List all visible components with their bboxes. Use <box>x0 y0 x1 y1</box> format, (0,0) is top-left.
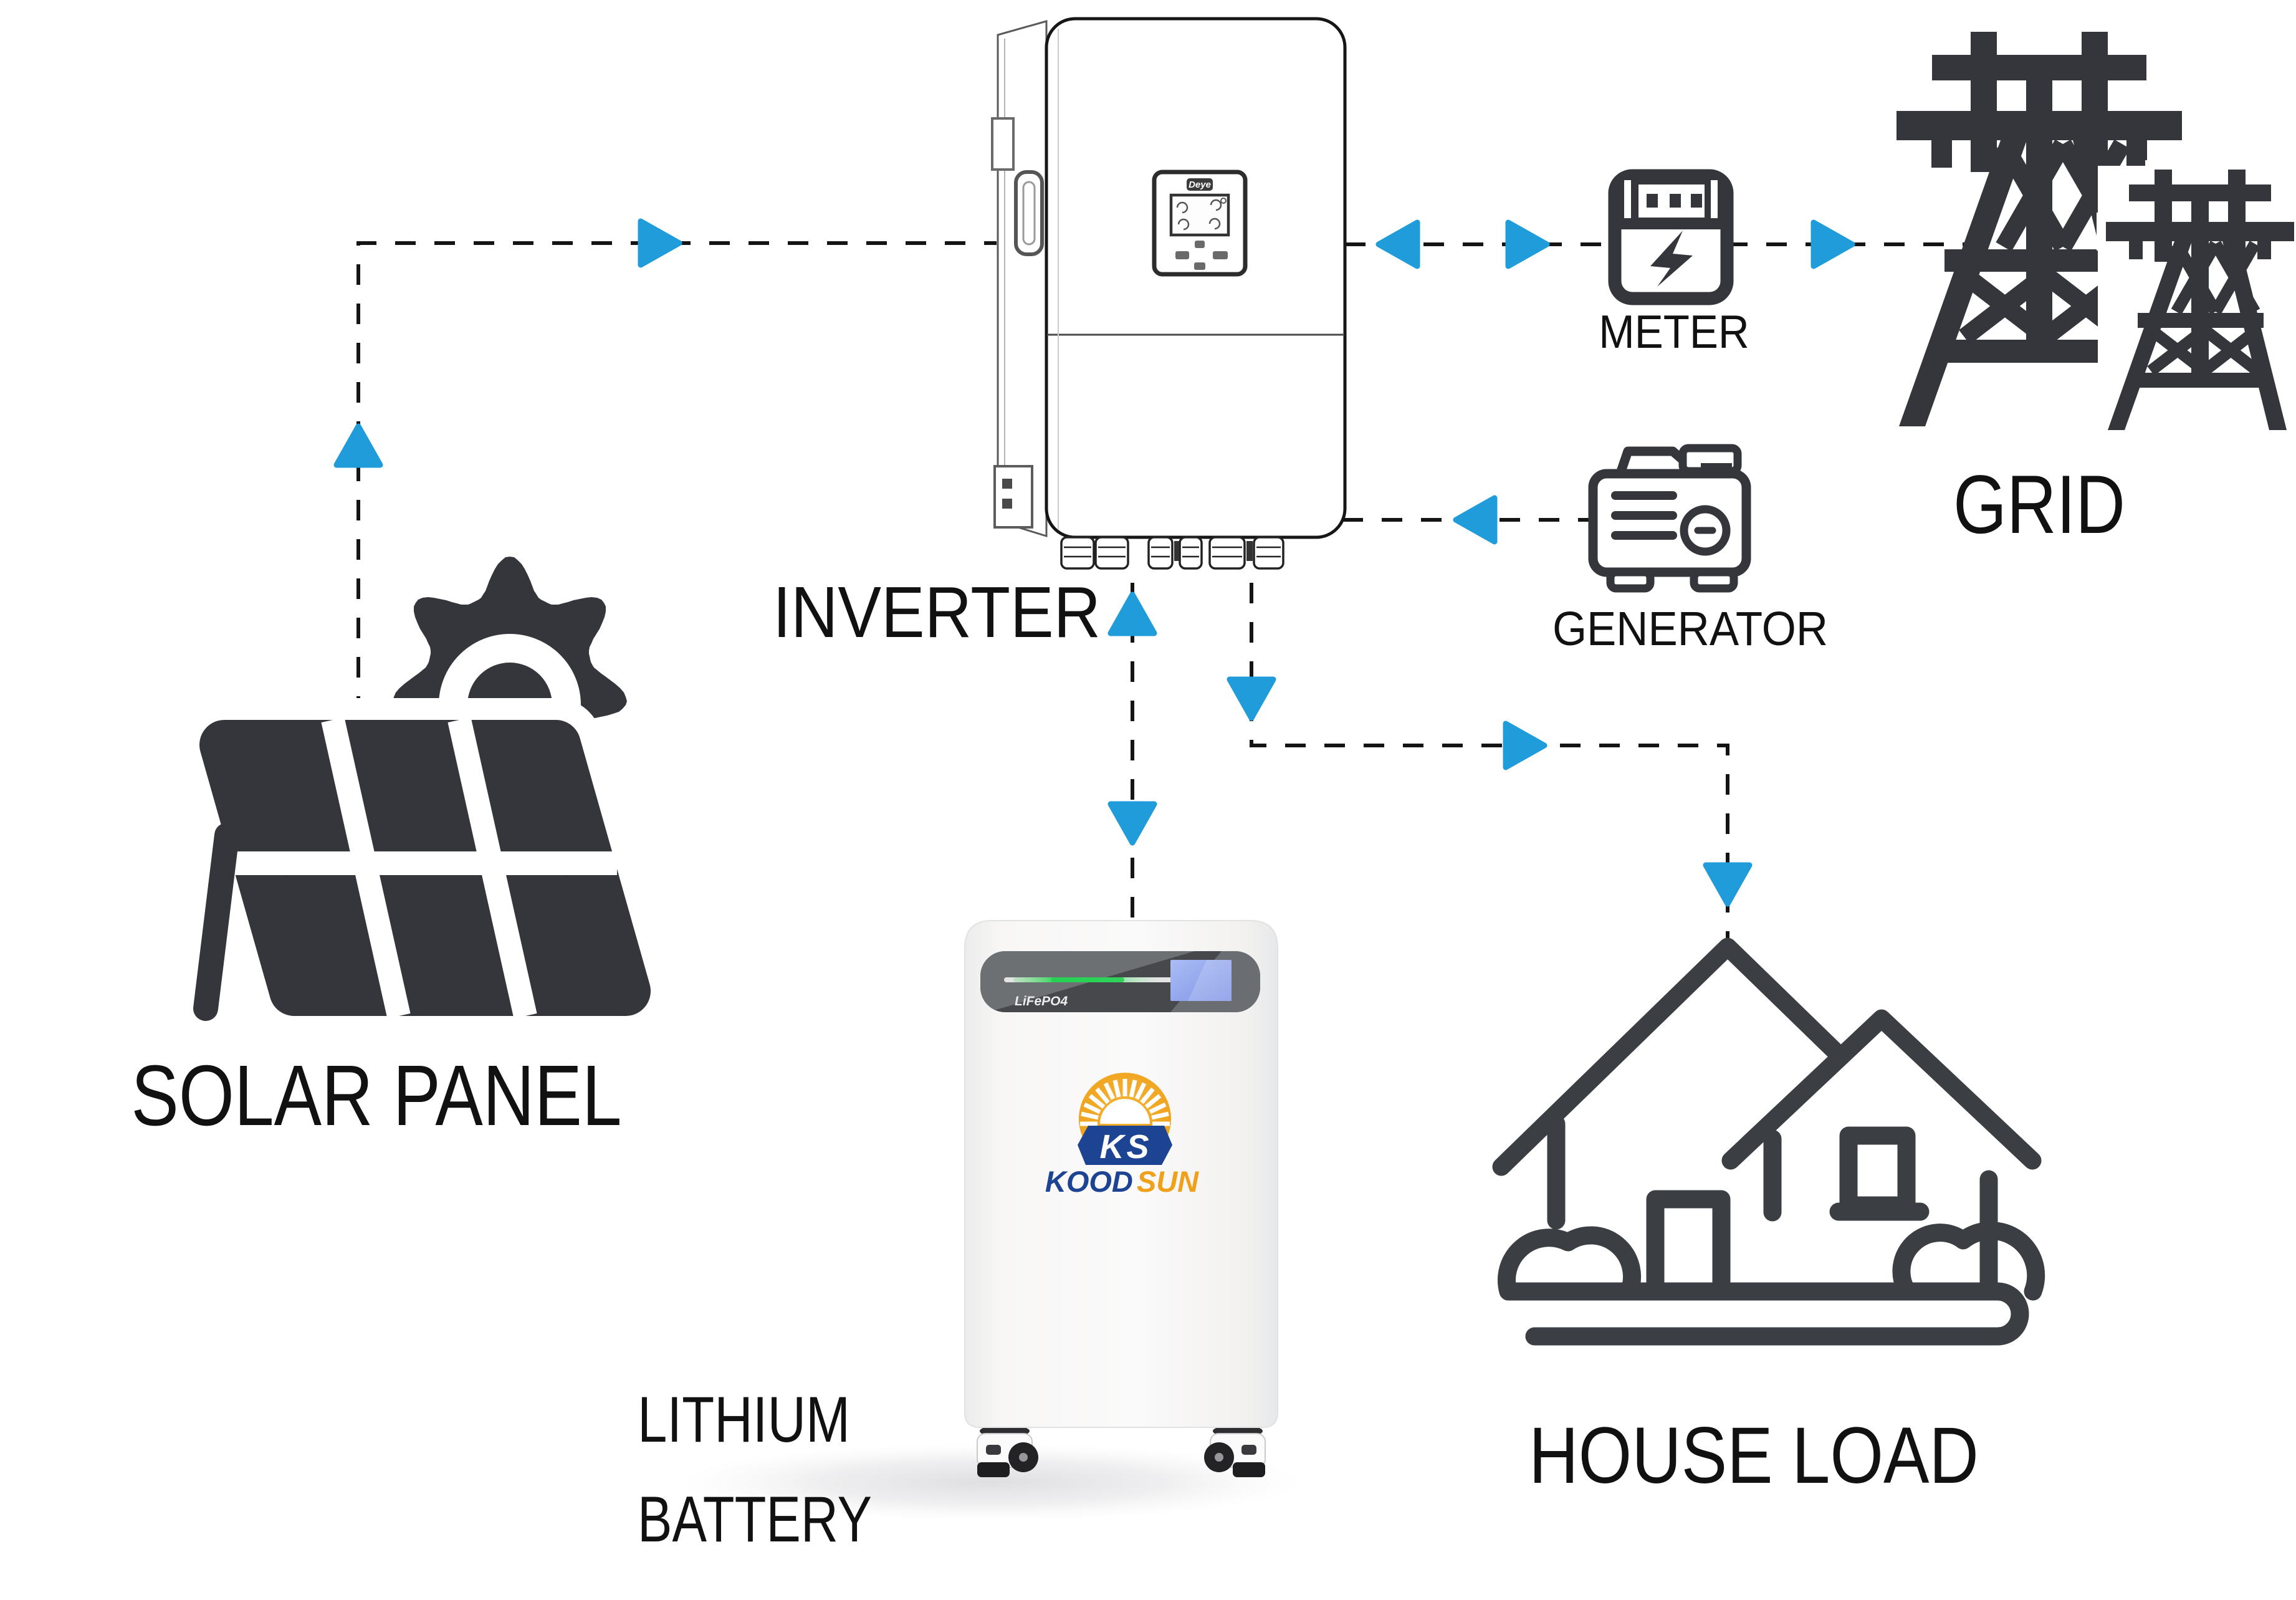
svg-text:HOUSE LOAD: HOUSE LOAD <box>1529 1411 1979 1500</box>
svg-text:METER: METER <box>1599 306 1749 358</box>
svg-text:Deye: Deye <box>1189 180 1211 190</box>
svg-text:SOLAR PANEL: SOLAR PANEL <box>131 1047 621 1144</box>
svg-text:GENERATOR: GENERATOR <box>1552 601 1828 655</box>
svg-text:LiFePO4: LiFePO4 <box>1015 994 1068 1008</box>
svg-text:LITHIUM: LITHIUM <box>638 1384 850 1456</box>
svg-text:KS: KS <box>1099 1128 1151 1166</box>
svg-text:BATTERY: BATTERY <box>638 1483 872 1555</box>
svg-text:INVERTER: INVERTER <box>773 572 1101 653</box>
svg-text:GRID: GRID <box>1953 457 2125 550</box>
